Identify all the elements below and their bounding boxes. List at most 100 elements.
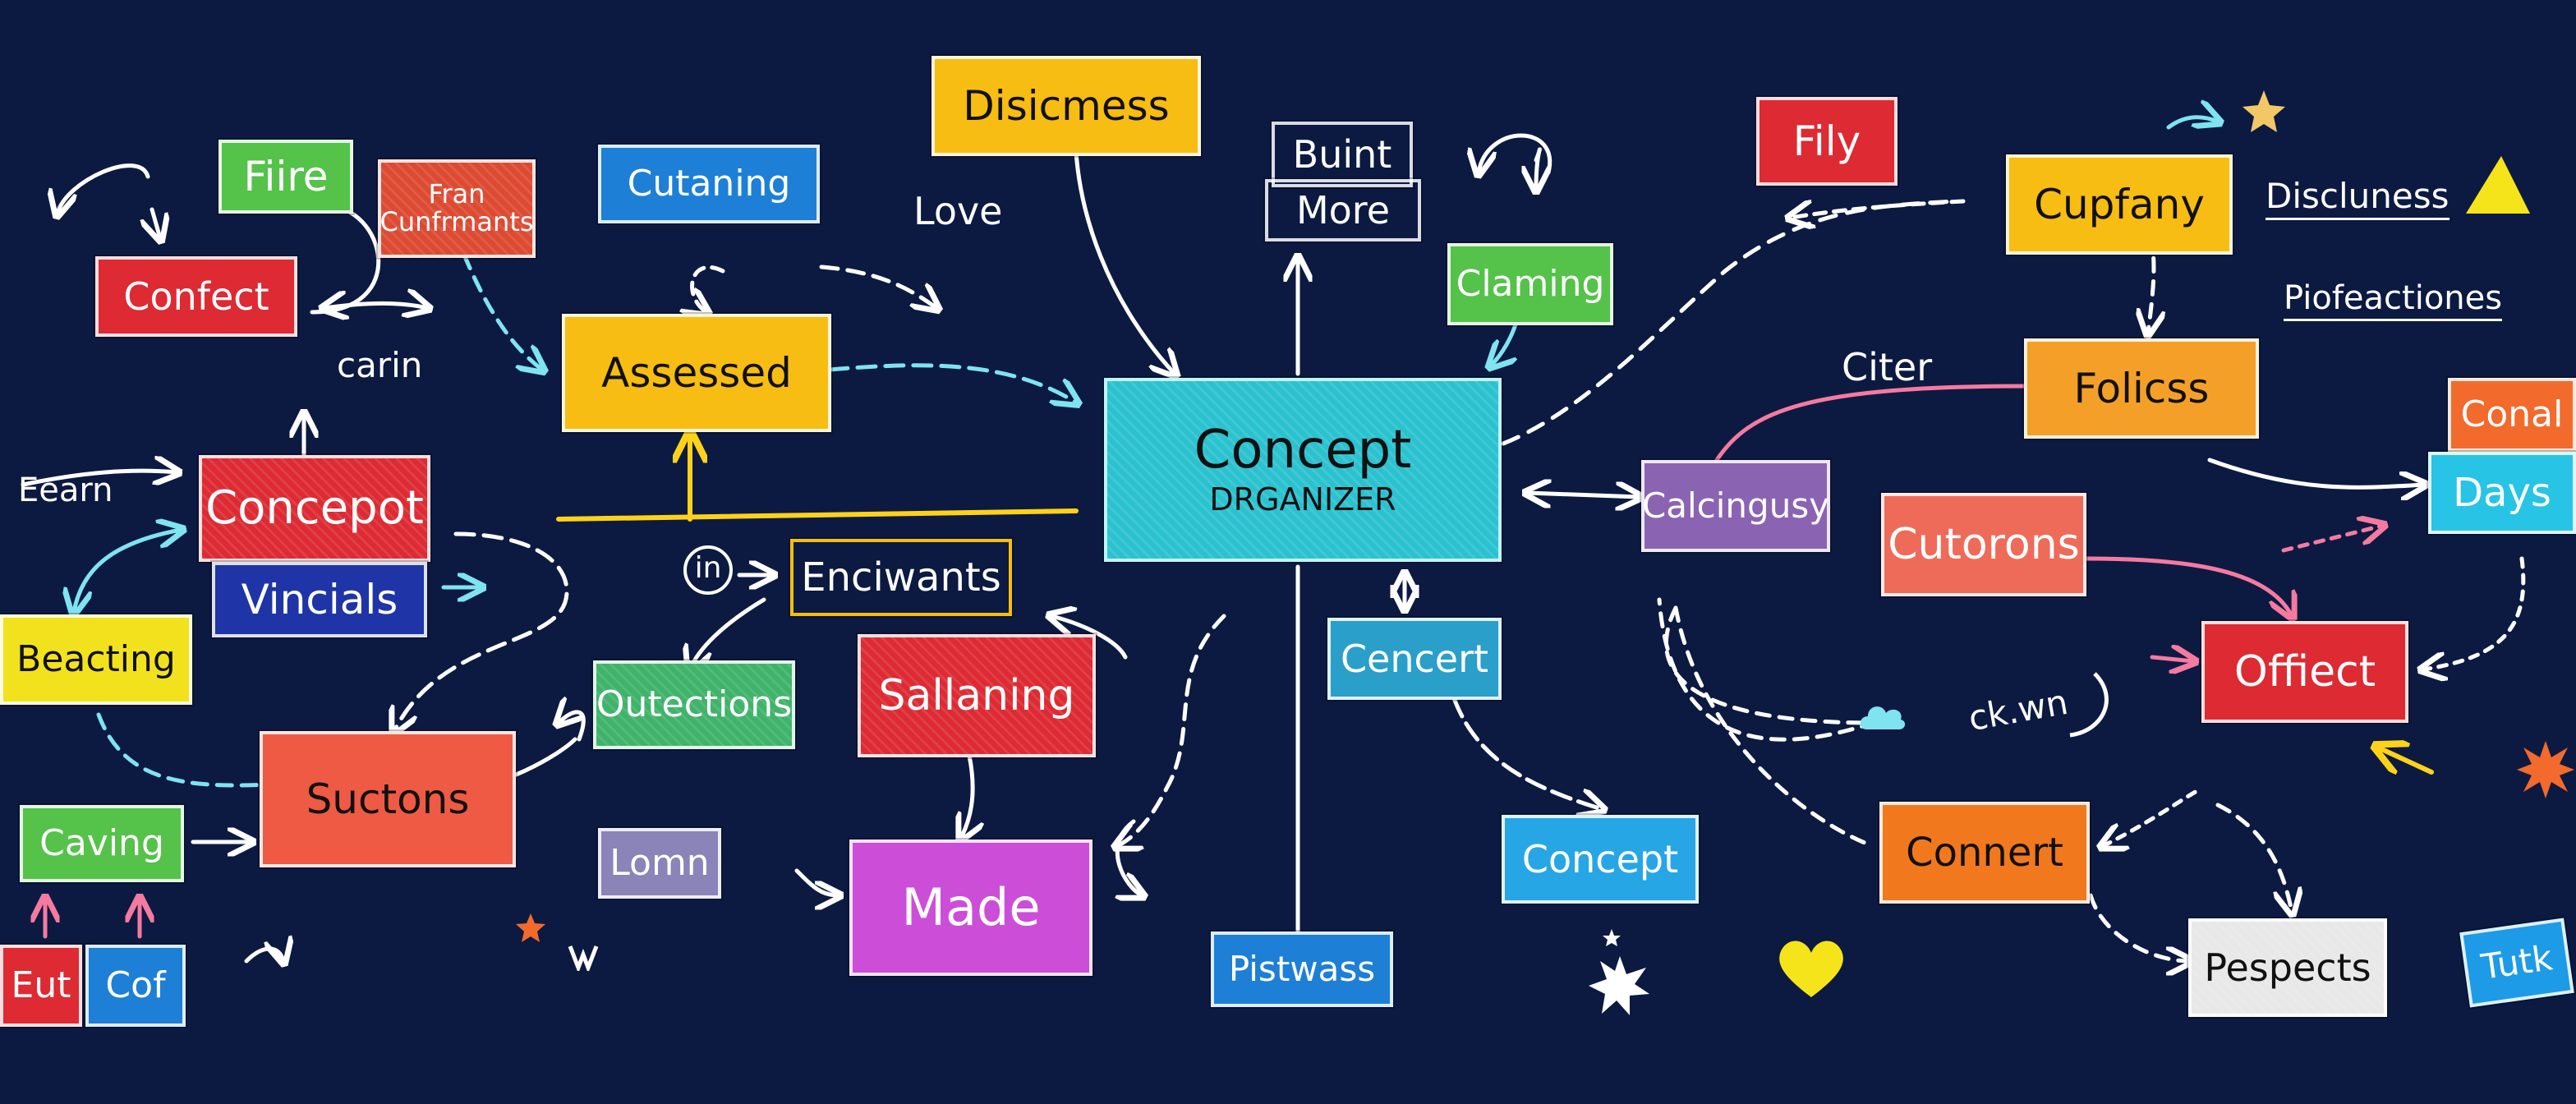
connector-line	[1536, 147, 1539, 189]
connector-line	[1791, 199, 1966, 218]
star-icon	[2242, 90, 2285, 132]
connector-line	[692, 264, 725, 312]
node-assessed[interactable]: Assessed	[562, 314, 831, 432]
node-vincials[interactable]: Vincials	[212, 562, 427, 637]
connector-line	[2207, 458, 2423, 487]
node-buint-label: Buint	[1292, 131, 1392, 177]
node-enciwants-label: Enciwants	[801, 554, 1001, 600]
node-fran-label: Fran Cunfrmants	[380, 178, 534, 237]
node-conal[interactable]: Conal	[2448, 378, 2576, 452]
node-tutk-label: Tutk	[2478, 937, 2555, 987]
node-fran[interactable]: Fran Cunfrmants	[378, 159, 536, 258]
node-fire-label: Fiire	[243, 152, 329, 200]
node-caving-label: Caving	[39, 821, 164, 864]
node-connert[interactable]: Connert	[1879, 802, 2090, 904]
node-buint[interactable]: Buint	[1272, 122, 1413, 187]
node-made-label: Made	[901, 877, 1041, 938]
small-star-icon	[516, 913, 545, 942]
node-sallaning-label: Sallaning	[878, 670, 1075, 720]
node-disicmess-label: Disicmess	[963, 81, 1170, 130]
node-offiect[interactable]: Offiect	[2201, 621, 2408, 723]
label-piofeactiones: Piofeactiones	[2284, 279, 2503, 321]
connector-line	[1117, 819, 1142, 895]
node-cutorons[interactable]: Cutorons	[1881, 493, 2086, 596]
node-sallaning[interactable]: Sallaning	[858, 634, 1096, 757]
node-calcingusy-label: Calcingusy	[1641, 485, 1830, 526]
star-burst-icon	[1589, 956, 1649, 1015]
node-eut[interactable]: Eut	[0, 945, 82, 1027]
node-more[interactable]: More	[1265, 179, 1421, 242]
connector-line	[244, 949, 283, 961]
connector-line	[1673, 605, 1875, 849]
connector-line	[1051, 616, 1128, 660]
node-claming-label: Claming	[1456, 262, 1605, 305]
connector-line	[819, 264, 936, 308]
node-tutk[interactable]: Tutk	[2459, 918, 2574, 1008]
connector-line	[556, 508, 1079, 522]
connector-line	[2084, 556, 2292, 616]
node-offiect-label: Offiect	[2233, 646, 2376, 697]
connector-line	[96, 712, 274, 788]
connector-line	[961, 753, 973, 838]
connector-line	[74, 530, 181, 612]
node-claming[interactable]: Claming	[1447, 243, 1613, 325]
node-cutaning-label: Cutaning	[627, 162, 791, 205]
node-days[interactable]: Days	[2428, 452, 2576, 534]
node-made[interactable]: Made	[849, 840, 1092, 976]
node-concept-blue[interactable]: Concept	[1502, 815, 1699, 904]
small-star-icon	[1603, 929, 1621, 946]
connector-line	[1117, 614, 1226, 846]
node-calcingusy[interactable]: Calcingusy	[1641, 460, 1830, 552]
node-vincials-label: Vincials	[241, 575, 398, 623]
node-concept-red[interactable]: Concepot	[199, 455, 430, 562]
connector-line	[2281, 526, 2382, 553]
connector-line	[2088, 893, 2189, 961]
node-pistwass[interactable]: Pistwass	[1211, 932, 1393, 1007]
connector-line	[2166, 117, 2218, 130]
center-node-title: Concept	[1194, 420, 1412, 481]
node-pistwass-label: Pistwass	[1228, 948, 1376, 989]
center-node[interactable]: Concept DRGANIZER	[1104, 378, 1502, 562]
node-cof[interactable]: Cof	[85, 945, 186, 1027]
connector-line	[1479, 133, 1552, 172]
connector-line	[690, 597, 766, 669]
node-cencert[interactable]: Cencert	[1327, 618, 1502, 700]
connector-line	[310, 203, 381, 315]
connector-line	[1657, 597, 1874, 742]
node-cencert-label: Cencert	[1340, 636, 1489, 681]
label-discluness: Discluness	[2266, 176, 2450, 220]
connector-line	[2103, 786, 2204, 846]
connector-line	[2378, 748, 2434, 772]
node-concept-red-label: Concepot	[205, 481, 424, 535]
label-love: Love	[913, 189, 1003, 233]
node-confect[interactable]: Confect	[95, 256, 297, 337]
node-suctons[interactable]: Suctons	[260, 731, 516, 867]
node-beacting[interactable]: Beacting	[0, 614, 192, 705]
node-outections[interactable]: Outections	[593, 660, 795, 749]
node-fily[interactable]: Fily	[1756, 97, 1898, 186]
connector-line	[2150, 657, 2193, 661]
node-lomn[interactable]: Lomn	[598, 828, 721, 899]
node-enciwants[interactable]: Enciwants	[790, 539, 1012, 616]
node-cupfany-label: Cupfany	[2034, 180, 2205, 228]
connector-line	[1501, 199, 1957, 446]
node-cutorons-label: Cutorons	[1888, 519, 2080, 569]
node-lomn-label: Lomn	[610, 841, 710, 884]
center-node-subtitle: DRGANIZER	[1209, 481, 1396, 518]
node-cupfany[interactable]: Cupfany	[2006, 154, 2233, 255]
node-pespects[interactable]: Pespects	[2188, 918, 2387, 1017]
yellow-triangle	[2466, 156, 2530, 214]
connector-line	[58, 163, 150, 214]
connector-line	[794, 868, 838, 895]
node-fire[interactable]: Fiire	[218, 140, 353, 214]
node-disicmess[interactable]: Disicmess	[932, 56, 1201, 156]
node-connert-label: Connert	[1906, 829, 2063, 876]
label-in: in	[683, 545, 733, 595]
connector-line	[462, 252, 542, 370]
node-caving[interactable]: Caving	[20, 805, 184, 882]
node-cutaning[interactable]: Cutaning	[598, 145, 820, 223]
connector-line	[152, 207, 160, 238]
node-folicss-label: Folicss	[2073, 364, 2210, 412]
node-folicss[interactable]: Folicss	[2024, 338, 2259, 439]
